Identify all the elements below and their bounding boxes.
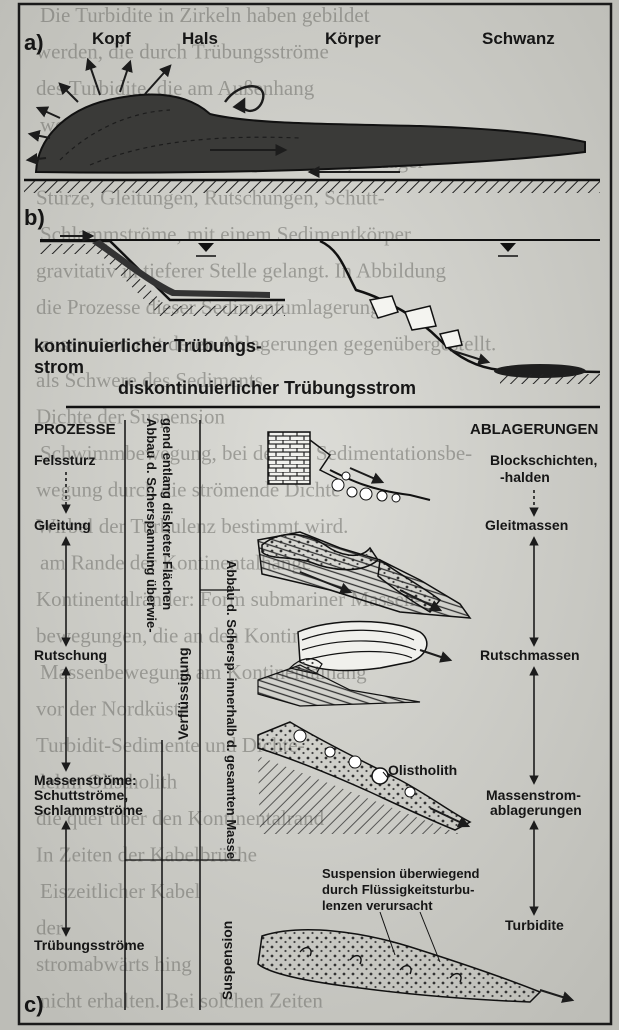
label-koerper: Körper bbox=[325, 29, 381, 48]
mechanism-1-line1: Abbau d. Scherspannung überwie- bbox=[144, 418, 159, 633]
panel-c-letter: c) bbox=[24, 992, 44, 1017]
background-text-line: Die Turbidite in Zirkeln haben gebildet bbox=[40, 3, 370, 27]
background-text-line: Schwimmbewegung, bei der die Sedimentati… bbox=[40, 441, 472, 465]
background-text-line: nicht erhalten. Bei solchen Zeiten bbox=[40, 989, 323, 1013]
deposit-massenstrom-2: ablagerungen bbox=[490, 802, 582, 818]
suspension-note-3: lenzen verursacht bbox=[322, 898, 433, 913]
processes-header: PROZESSE bbox=[34, 421, 116, 438]
label-olistholith: Olistholith bbox=[388, 762, 457, 778]
mechanism-1-line2: gend entlang diskreter Flächen bbox=[160, 418, 175, 610]
deposit-massenstrom-1: Massenstrom- bbox=[486, 787, 581, 803]
label-suspension: Suspension bbox=[219, 921, 235, 1000]
process-rutschung: Rutschung bbox=[34, 647, 107, 663]
process-massenstroeme-3: Schlammströme bbox=[34, 802, 143, 818]
label-continuous-line1: kontinuierlicher Trübungs- bbox=[34, 336, 262, 356]
panel-b-letter: b) bbox=[24, 205, 45, 230]
label-continuous-line2: strom bbox=[34, 357, 84, 377]
suspension-note-2: durch Flüssigkeitsturbu- bbox=[322, 882, 474, 897]
process-massenstroeme-1: Massenströme: bbox=[34, 772, 137, 788]
background-text-line: Eiszeitlicher Kabel bbox=[40, 879, 201, 903]
label-discontinuous: diskontinuierlicher Trübungsstrom bbox=[118, 378, 416, 398]
deposit-rutschmassen: Rutschmassen bbox=[480, 647, 580, 663]
deposit-turbidite: Turbidite bbox=[505, 917, 564, 933]
panel-a-letter: a) bbox=[24, 30, 44, 55]
label-verfluessigung: Verflüssigung bbox=[175, 647, 191, 740]
panel-a-seabed-hatch bbox=[24, 181, 600, 193]
label-schwanz: Schwanz bbox=[482, 29, 555, 48]
background-text-line: stromabwärts hing bbox=[36, 952, 192, 976]
process-felssturz: Felssturz bbox=[34, 452, 95, 468]
background-text-line: In Zeiten der Kabelbrüche bbox=[36, 843, 257, 867]
label-hals: Hals bbox=[182, 29, 218, 48]
background-text-line: gravitativ in tieferer Stelle gelangt. I… bbox=[36, 259, 446, 283]
background-text-line: vor der Nordküste bbox=[36, 697, 189, 721]
label-kopf: Kopf bbox=[92, 29, 131, 48]
process-massenstroeme-2: Schuttströme, bbox=[34, 787, 128, 803]
deposit-gleitmassen: Gleitmassen bbox=[485, 517, 568, 533]
deposits-header: ABLAGERUNGEN bbox=[470, 421, 598, 438]
background-text-line: der bbox=[36, 916, 63, 940]
process-gleitung: Gleitung bbox=[34, 517, 91, 533]
deposit-blockschichten-2: -halden bbox=[500, 469, 550, 485]
basin-floor-hatch bbox=[500, 374, 600, 384]
suspension-note-1: Suspension überwiegend bbox=[322, 866, 480, 881]
deposit-blockschichten-1: Blockschichten, bbox=[490, 452, 597, 468]
process-truebungsstroeme: Trübungsströme bbox=[34, 937, 145, 953]
mechanism-2: Abbau d. Schersp. innerhalb d. gesamten … bbox=[224, 560, 239, 859]
